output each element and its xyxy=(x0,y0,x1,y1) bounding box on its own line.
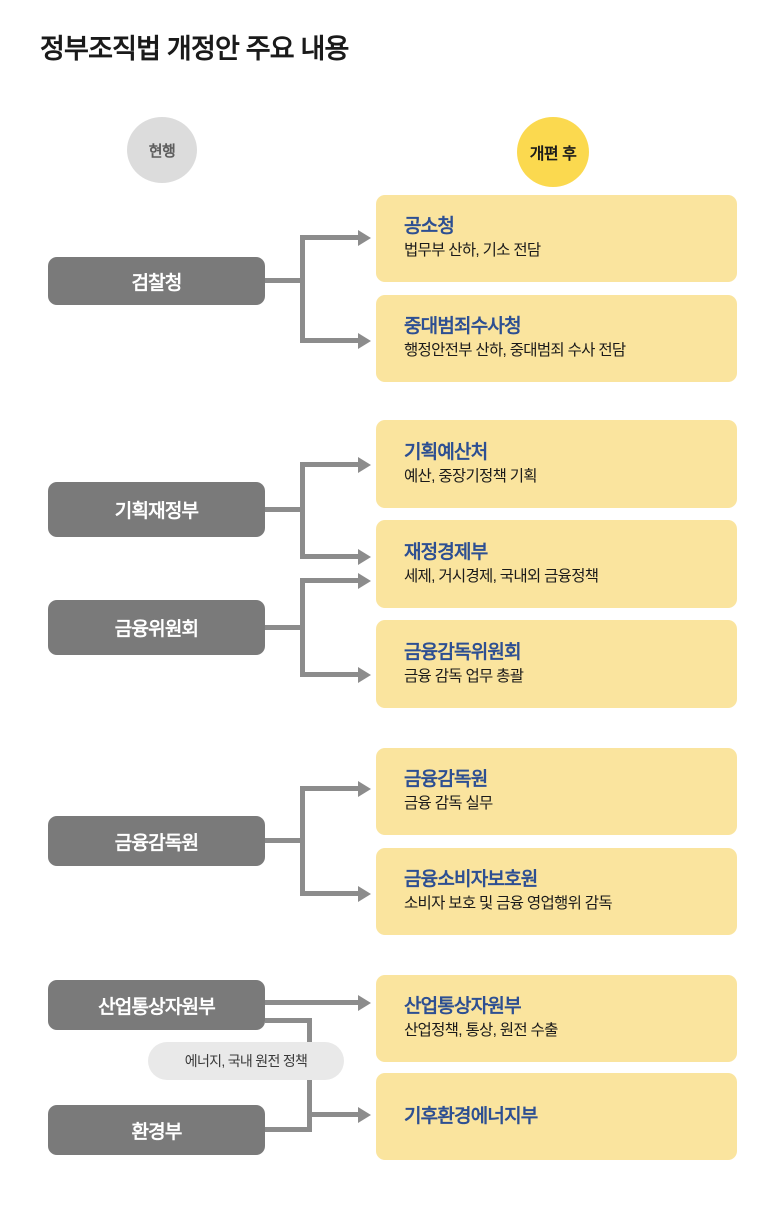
after-box-desc: 금융 감독 실무 xyxy=(404,795,493,813)
after-box-desc: 세제, 거시경제, 국내외 금융정책 xyxy=(404,567,599,585)
after-box-prosecution-1: 공소청 법무부 산하, 기소 전담 xyxy=(376,195,737,282)
arrow-head-s2-a xyxy=(358,456,371,473)
after-box-title: 금융소비자보호원 xyxy=(404,869,538,891)
current-box-moe: 환경부 xyxy=(48,1105,265,1155)
after-box-desc: 산업정책, 통상, 원전 수출 xyxy=(404,1022,558,1040)
current-box-label: 검찰청 xyxy=(131,272,182,294)
after-box-fss-1: 금융감독원 금융 감독 실무 xyxy=(376,748,737,835)
connector-branch-s3-b xyxy=(300,891,358,896)
current-box-moef: 기획재정부 xyxy=(48,482,265,537)
after-box-desc: 행정안전부 산하, 중대범죄 수사 전담 xyxy=(404,342,626,360)
column-badge-current: 현행 xyxy=(127,117,197,183)
connector-moe-riser xyxy=(307,1112,312,1132)
connector-riser-s2-fsc xyxy=(300,578,305,677)
connector-straight-s4 xyxy=(265,1000,358,1005)
connector-branch-s4-b xyxy=(307,1112,358,1117)
connector-stem-s3 xyxy=(265,838,305,843)
current-box-prosecution: 검찰청 xyxy=(48,257,265,305)
arrow-head-s2-b xyxy=(358,548,371,565)
after-box-title: 중대범죄수사청 xyxy=(404,316,522,338)
page-title: 정부조직법 개정안 주요 내용 xyxy=(40,34,349,64)
arrow-head-s3-a xyxy=(358,780,371,797)
column-badge-after: 개편 후 xyxy=(517,117,589,187)
connector-branch-s2-d xyxy=(300,672,358,677)
current-box-label: 금융위원회 xyxy=(114,619,199,640)
arrow-head-s2-d xyxy=(358,666,371,683)
current-box-label: 환경부 xyxy=(131,1121,182,1143)
after-box-desc: 소비자 보호 및 금융 영업행위 감독 xyxy=(404,895,613,913)
connector-branch-s3-a xyxy=(300,786,358,791)
arrow-head-s4-a xyxy=(358,994,371,1011)
after-box-title: 금융감독위원회 xyxy=(404,641,522,663)
after-box-finance-3: 금융감독위원회 금융 감독 업무 총괄 xyxy=(376,620,737,708)
connector-branch-s2-b xyxy=(300,554,358,559)
after-box-prosecution-2: 중대범죄수사청 행정안전부 산하, 중대범죄 수사 전담 xyxy=(376,295,737,382)
after-box-title: 기후환경에너지부 xyxy=(404,1105,538,1127)
connector-branch-s2-a xyxy=(300,462,358,467)
connector-branch-s2-c xyxy=(300,578,358,583)
after-box-desc: 법무부 산하, 기소 전담 xyxy=(404,242,541,260)
after-box-fss-2: 금융소비자보호원 소비자 보호 및 금융 영업행위 감독 xyxy=(376,848,737,935)
after-box-title: 재정경제부 xyxy=(404,541,488,563)
connector-stem-s2-fsc xyxy=(265,625,305,630)
connector-riser-s3 xyxy=(300,786,305,896)
arrow-head-s4-b xyxy=(358,1106,371,1123)
connector-stem-s2-moef xyxy=(265,507,305,512)
connector-stem-s1 xyxy=(265,278,305,283)
note-pill-energy: 에너지, 국내 원전 정책 xyxy=(148,1042,344,1080)
current-box-motie: 산업통상자원부 xyxy=(48,980,265,1030)
after-box-finance-1: 기획예산처 예산, 중장기정책 기획 xyxy=(376,420,737,508)
after-box-title: 산업통상자원부 xyxy=(404,996,522,1018)
current-box-label: 기획재정부 xyxy=(114,501,199,522)
after-box-title: 기획예산처 xyxy=(404,441,488,463)
after-box-title: 금융감독원 xyxy=(404,769,488,791)
current-box-label: 산업통상자원부 xyxy=(98,996,216,1018)
current-box-fsc: 금융위원회 xyxy=(48,600,265,655)
arrow-head-s1-b xyxy=(358,332,371,349)
arrow-head-s3-b xyxy=(358,885,371,902)
after-box-title: 공소청 xyxy=(404,216,455,238)
connector-energy-from-motie xyxy=(265,1018,312,1023)
connector-from-moe xyxy=(265,1127,312,1132)
arrow-head-s1-a xyxy=(358,229,371,246)
connector-riser-s1 xyxy=(300,235,305,343)
after-box-desc: 금융 감독 업무 총괄 xyxy=(404,667,524,685)
current-box-label: 금융감독원 xyxy=(114,832,199,854)
current-box-fss: 금융감독원 xyxy=(48,816,265,866)
after-box-finance-2: 재정경제부 세제, 거시경제, 국내외 금융정책 xyxy=(376,520,737,608)
arrow-head-s2-c xyxy=(358,572,371,589)
connector-branch-s1-b xyxy=(300,338,358,343)
after-box-industry-2: 기후환경에너지부 xyxy=(376,1073,737,1160)
after-box-industry-1: 산업통상자원부 산업정책, 통상, 원전 수출 xyxy=(376,975,737,1062)
connector-branch-s1-a xyxy=(300,235,358,240)
connector-riser-s2-moef xyxy=(300,462,305,559)
after-box-desc: 예산, 중장기정책 기획 xyxy=(404,467,538,485)
